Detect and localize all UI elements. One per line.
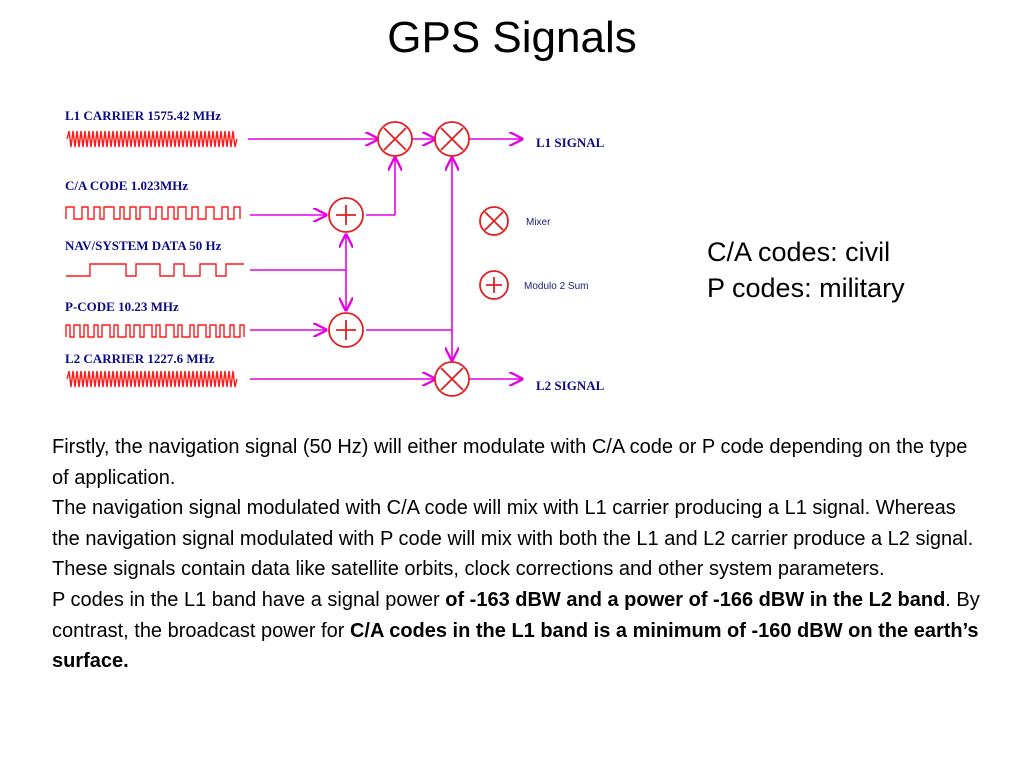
label-l2-carrier: L2 CARRIER 1227.6 MHz	[65, 351, 215, 366]
mixer-icon	[434, 361, 470, 397]
p3-part-d: C/A codes in the L1 band is a minimum of…	[52, 619, 979, 673]
l1-carrier-wave	[66, 130, 238, 148]
legend-mixer-label: Mixer	[526, 217, 551, 228]
body-text: Firstly, the navigation signal (50 Hz) w…	[52, 432, 982, 677]
label-l1-signal: L1 SIGNAL	[536, 135, 605, 150]
p3-part-b: of -163 dBW and a power of -166 dBW in t…	[445, 588, 946, 611]
paragraph-2: The navigation signal modulated with C/A…	[52, 497, 974, 581]
p3-part-a: P codes in the L1 band have a signal pow…	[52, 588, 446, 611]
modulo-sum-icon	[328, 197, 364, 233]
l2-carrier-wave	[66, 370, 238, 388]
label-nav-data: NAV/SYSTEM DATA 50 Hz	[65, 238, 222, 253]
side-note: C/A codes: civil P codes: military	[707, 234, 905, 306]
legend-modulo-sum-icon	[479, 270, 509, 300]
mixer-icon	[377, 121, 413, 157]
paragraph-1: Firstly, the navigation signal (50 Hz) w…	[52, 436, 968, 489]
ca-code-wave	[65, 206, 241, 220]
modulo-sum-icon	[328, 312, 364, 348]
gps-signal-diagram: L1 CARRIER 1575.42 MHz C/A CODE 1.023MHz…	[65, 108, 605, 397]
legend-mixer-icon	[479, 206, 509, 236]
side-note-civil: C/A codes: civil	[707, 237, 891, 267]
label-l2-signal: L2 SIGNAL	[536, 378, 605, 393]
side-note-military: P codes: military	[707, 273, 905, 303]
p-code-wave	[65, 324, 245, 338]
signal-connections	[248, 139, 522, 379]
p3-part-c: . By contrast, the broadcast power for	[52, 588, 980, 642]
label-p-code: P-CODE 10.23 MHz	[65, 299, 179, 314]
paragraph-3: P codes in the L1 band have a signal pow…	[52, 585, 982, 677]
label-ca-code: C/A CODE 1.023MHz	[65, 178, 188, 193]
mixer-icon	[434, 121, 470, 157]
nav-data-wave	[66, 263, 244, 277]
legend-modulo-sum-label: Modulo 2 Sum	[524, 281, 588, 292]
page-title: GPS Signals	[387, 13, 637, 62]
label-l1-carrier: L1 CARRIER 1575.42 MHz	[65, 108, 221, 123]
